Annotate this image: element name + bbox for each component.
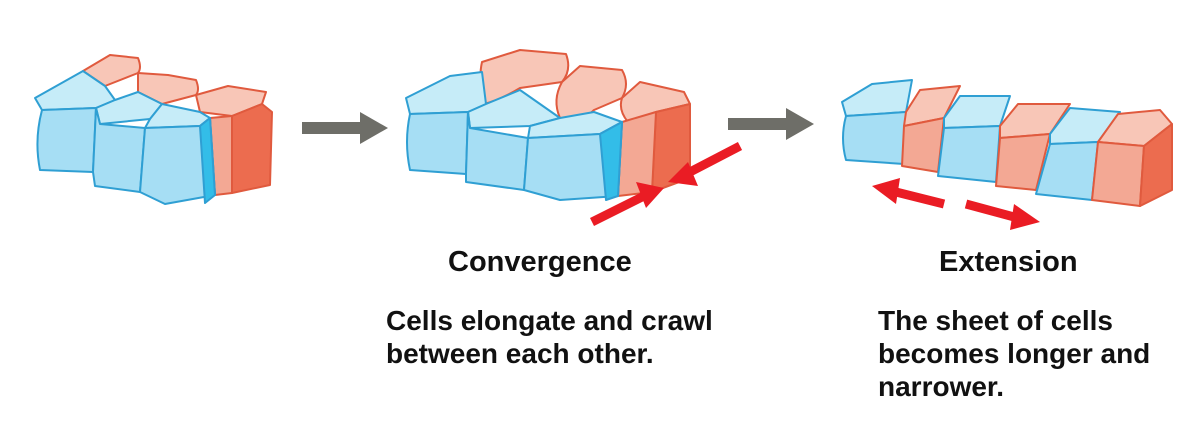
blue-cell-front [36, 107, 97, 173]
progress-arrow-icon [728, 108, 814, 140]
description-line: The sheet of cells [878, 305, 1113, 336]
description-line: between each other. [386, 338, 654, 369]
blue-cell-front [937, 125, 1001, 183]
description-line: becomes longer and [878, 338, 1151, 369]
red-cell-front [901, 117, 945, 173]
convergence-force-arrows [589, 142, 743, 227]
blue-cell-front [842, 111, 907, 165]
red-cell-top [903, 85, 961, 127]
initial-cell-sheet [34, 54, 273, 205]
blue-cell-top [405, 71, 487, 115]
red-cell-top [619, 81, 691, 123]
blue-cell-side [199, 117, 216, 204]
converging-cell-sheet [405, 49, 691, 201]
progress-arrow-icon [302, 112, 388, 144]
red-cell-side [1139, 123, 1173, 207]
force-arrow-icon [964, 199, 1040, 230]
blue-cell-top [841, 79, 913, 117]
extension-title: Extension [939, 246, 1078, 278]
convergence-description: Cells elongate and crawl between each ot… [386, 304, 806, 370]
red-cell-side [231, 103, 273, 194]
blue-cell-side [599, 121, 623, 201]
convergence-title: Convergence [448, 246, 632, 278]
force-arrow-icon [872, 178, 946, 209]
blue-cell-top [943, 95, 1011, 129]
force-arrow-icon [589, 182, 664, 227]
red-cell-front [995, 133, 1051, 191]
extended-cell-sheet [841, 79, 1173, 207]
extension-description: The sheet of cells becomes longer and na… [878, 304, 1198, 403]
description-line: narrower. [878, 371, 1005, 402]
blue-cell-front [406, 111, 469, 175]
red-cell-top [137, 72, 199, 105]
force-arrow-icon [668, 142, 743, 186]
extension-force-arrows [872, 178, 1040, 230]
red-cell-front [1091, 141, 1145, 207]
description-line: Cells elongate and crawl [386, 305, 713, 336]
